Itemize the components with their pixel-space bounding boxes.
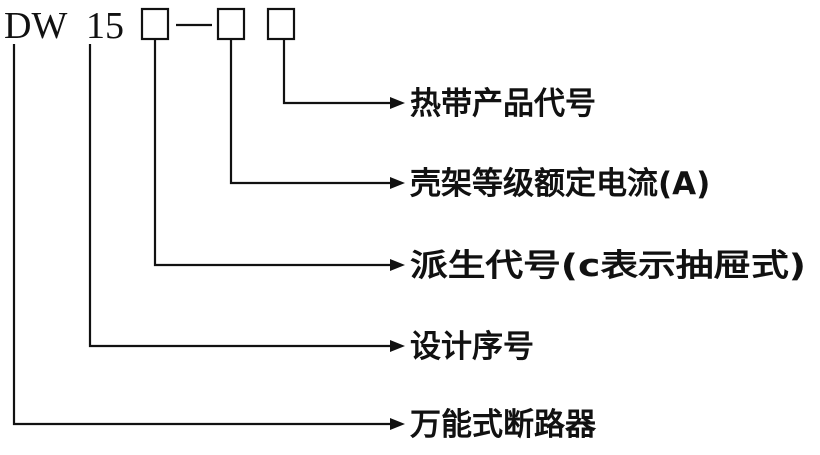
breaker-type-arrow: [390, 418, 405, 430]
derivative-code-box: [140, 7, 170, 41]
frame-current-code-box: [216, 7, 246, 41]
derivative-label: 派生代号(c表示抽屉式): [410, 248, 806, 284]
series-code: DW: [4, 5, 67, 47]
design-serial-label: 设计序号: [410, 329, 534, 365]
derivative-arrow: [390, 259, 405, 271]
frame-current-arrow: [390, 177, 405, 189]
design-serial-arrow: [390, 340, 405, 352]
frame-current-label: 壳架等级额定电流(A): [410, 166, 710, 202]
design-number-code: 15: [86, 5, 124, 47]
hot-product-label: 热带产品代号: [410, 86, 596, 122]
breaker-type-label: 万能式断路器: [410, 407, 597, 443]
derivative-leader: [153, 39, 392, 267]
design-serial-leader: [88, 44, 392, 348]
hot-product-code-box: [266, 7, 296, 41]
breaker-type-leader: [12, 44, 392, 426]
frame-current-leader: [229, 39, 392, 185]
hot-product-leader: [282, 39, 392, 105]
hot-product-arrow: [390, 97, 405, 109]
